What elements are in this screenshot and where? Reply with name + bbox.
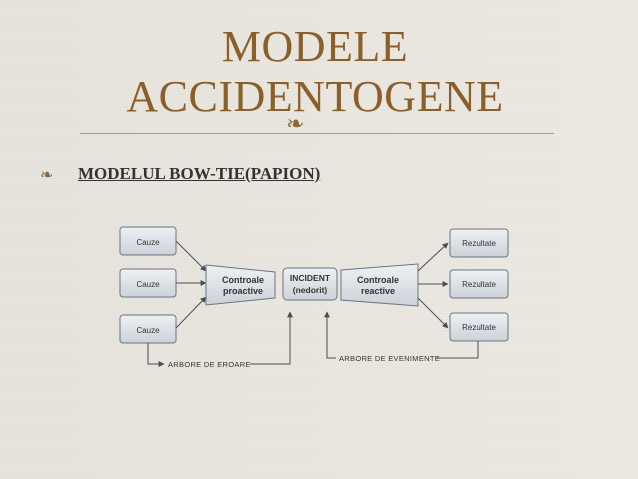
- incident-box: INCIDENT (nedorit): [282, 267, 338, 301]
- cause-label-2: Cauze: [136, 280, 160, 289]
- slide-title: MODELE ACCIDENTOGENE: [80, 22, 550, 122]
- bullet-text: MODELUL BOW-TIE(PAPION): [78, 164, 321, 183]
- event-tree-indicator: ARBORE DE EVENIMENTE: [324, 311, 479, 363]
- cause-label-3: Cauze: [136, 326, 160, 335]
- incident-label-1: INCIDENT: [290, 273, 331, 283]
- proactive-controls: Controale proactive: [205, 264, 276, 306]
- proactive-label-1: Controale: [222, 275, 264, 285]
- result-box-3: Rezultate: [449, 312, 509, 342]
- bullet-ornament-icon: ❧: [40, 164, 54, 184]
- cause-label-1: Cauze: [136, 238, 160, 247]
- arrow-result3: [417, 297, 449, 329]
- result-box-1: Rezultate: [449, 228, 509, 258]
- result-label-1: Rezultate: [462, 239, 496, 248]
- result-label-2: Rezultate: [462, 280, 496, 289]
- title-line-2: ACCIDENTOGENE: [126, 72, 504, 121]
- arrow-result1: [417, 242, 449, 272]
- cause-box-1: Cauze: [119, 226, 177, 256]
- cause-box-3: Cauze: [119, 314, 177, 344]
- reactive-label-2: reactive: [361, 286, 395, 296]
- ornament-icon: ❧: [286, 112, 305, 137]
- bullet-item: ❧ MODELUL BOW-TIE(PAPION): [40, 162, 320, 186]
- incident-label-2: (nedorit): [293, 285, 328, 295]
- arrow-cause3: [175, 296, 207, 329]
- fault-tree-indicator: ARBORE DE EROARE: [147, 311, 293, 369]
- result-box-2: Rezultate: [449, 269, 509, 299]
- reactive-label-1: Controale: [357, 275, 399, 285]
- title-line-1: MODELE: [221, 22, 409, 71]
- proactive-label-2: proactive: [223, 286, 263, 296]
- cause-box-2: Cauze: [119, 268, 177, 298]
- event-tree-label: ARBORE DE EVENIMENTE: [339, 354, 440, 363]
- result-label-3: Rezultate: [462, 323, 496, 332]
- reactive-controls: Controale reactive: [340, 263, 419, 307]
- title-divider: [80, 133, 554, 134]
- arrow-cause1: [175, 240, 207, 272]
- fault-tree-label: ARBORE DE EROARE: [168, 360, 251, 369]
